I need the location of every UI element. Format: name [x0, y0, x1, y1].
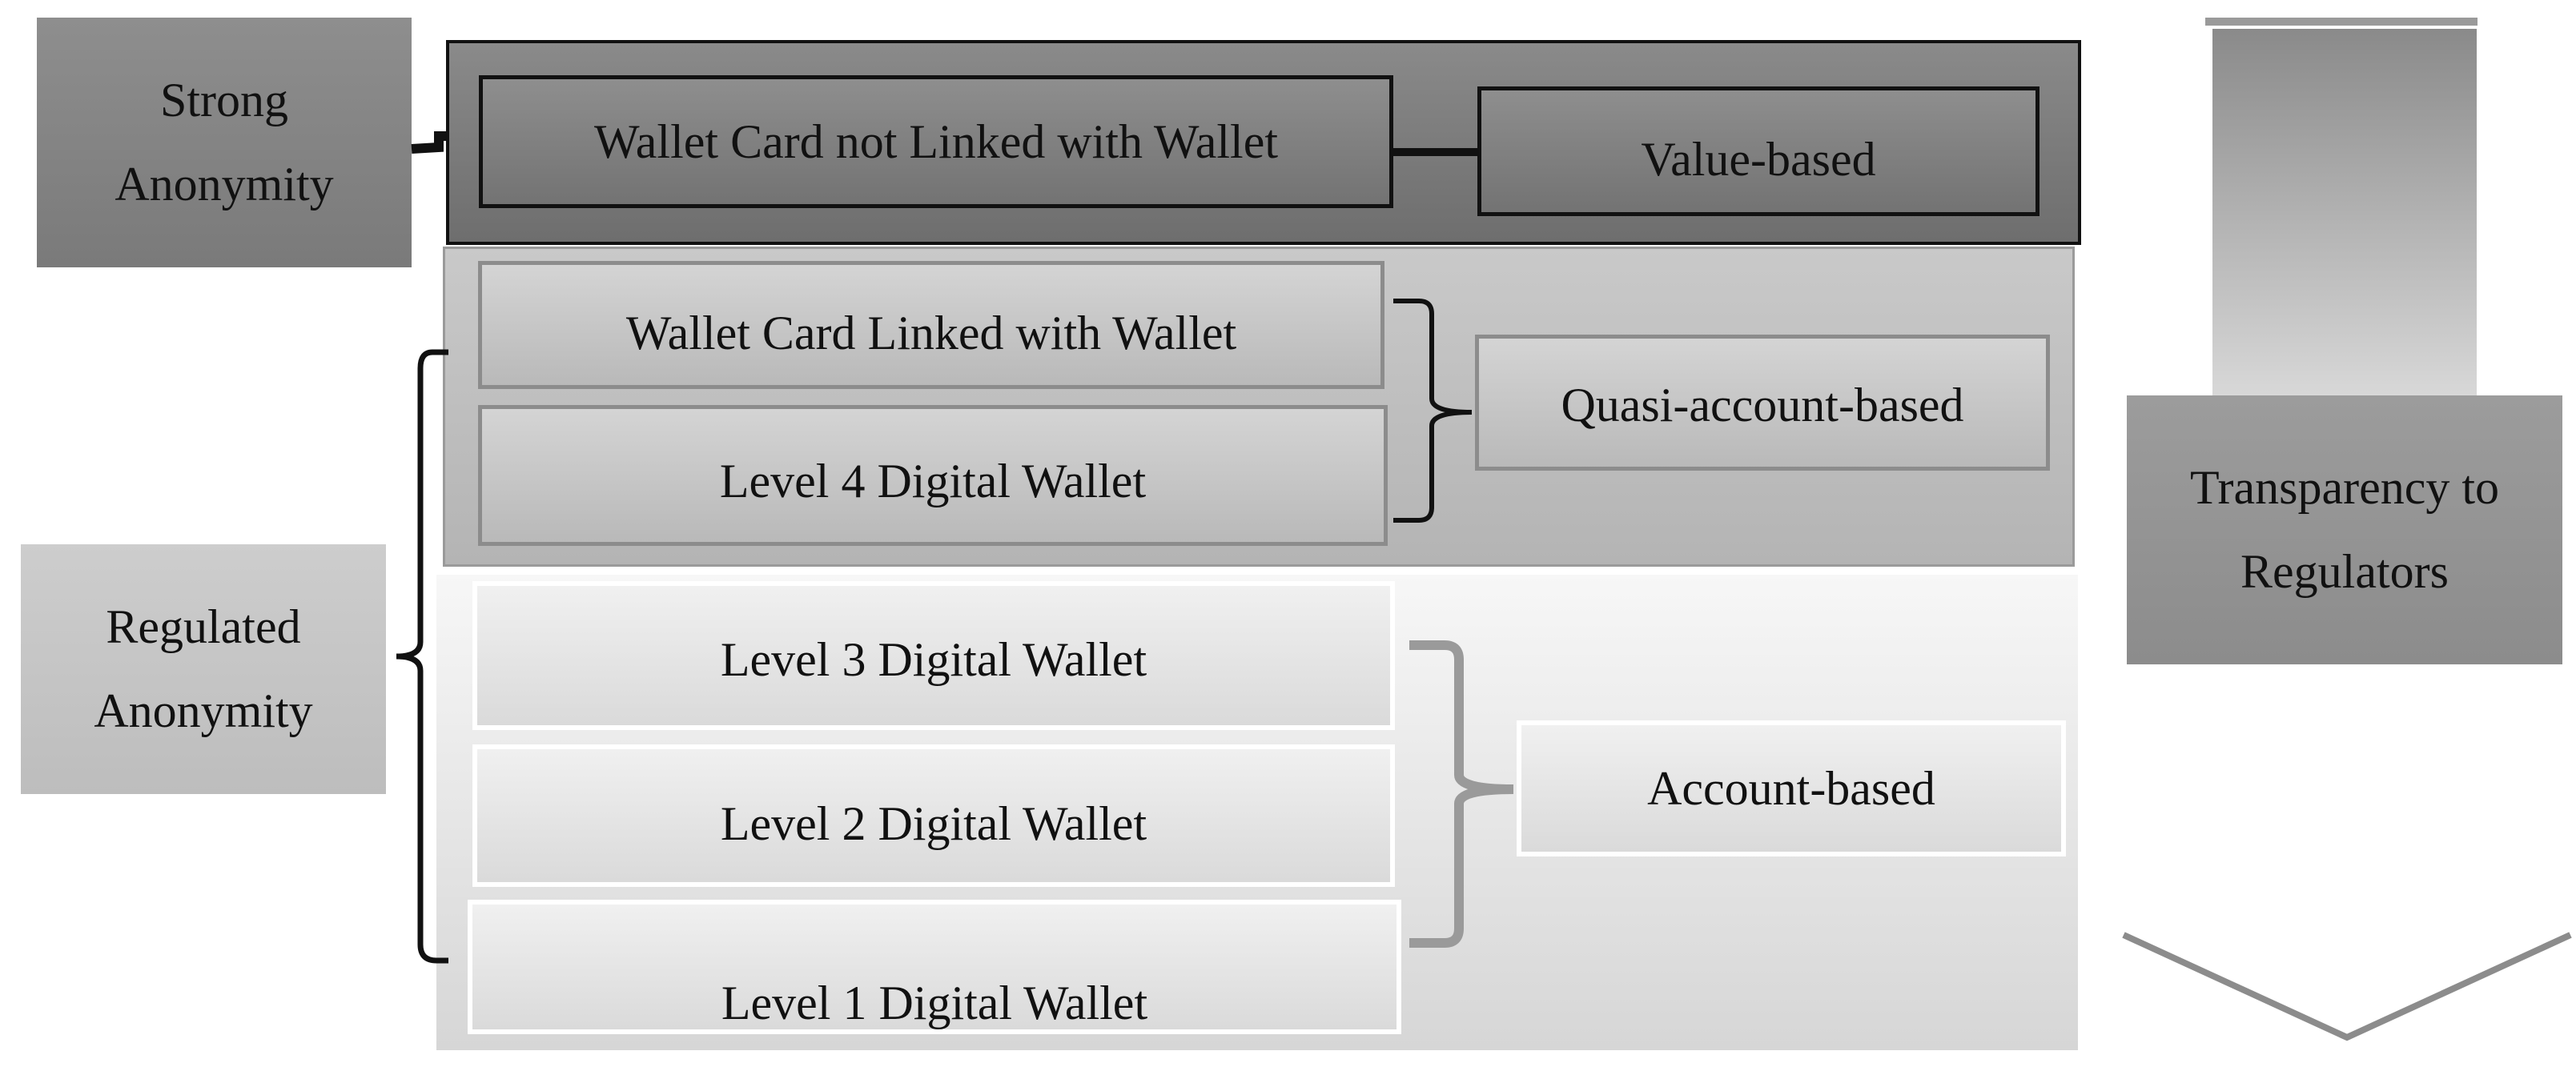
- regulated-anonymity-box: Regulated Anonymity: [21, 544, 386, 794]
- arrow-cap: [2205, 18, 2478, 26]
- value-based-box: Value-based: [1477, 86, 2040, 216]
- level1-wallet-label: Level 1 Digital Wallet: [721, 976, 1148, 1029]
- strong-anonymity-connector: [411, 131, 448, 154]
- quasi-account-based-box: Quasi-account-based: [1475, 335, 2050, 471]
- arrow-shaft: [2212, 29, 2477, 397]
- level1-wallet-box: Level 1 Digital Wallet: [468, 900, 1401, 1034]
- regulated-anonymity-label: Regulated Anonymity: [94, 600, 313, 737]
- level4-wallet-box: Level 4 Digital Wallet: [478, 405, 1388, 546]
- wallet-card-linked-box: Wallet Card Linked with Wallet: [478, 261, 1384, 389]
- level2-wallet-label: Level 2 Digital Wallet: [720, 796, 1147, 850]
- quasi-account-brace: [1393, 299, 1473, 523]
- account-based-box: Account-based: [1517, 720, 2066, 856]
- account-based-label: Account-based: [1647, 761, 1935, 815]
- strong-anonymity-box: Strong Anonymity: [37, 18, 412, 267]
- wallet-card-not-linked-box: Wallet Card not Linked with Wallet: [479, 75, 1393, 208]
- value-based-label: Value-based: [1641, 132, 1876, 186]
- wallet-card-not-linked-label: Wallet Card not Linked with Wallet: [593, 114, 1279, 168]
- arrowhead-chevron-icon: [2122, 932, 2572, 1041]
- strong-anonymity-label: Strong Anonymity: [115, 74, 334, 211]
- level4-wallet-label: Level 4 Digital Wallet: [719, 454, 1147, 507]
- transparency-label: Transparency to Regulators: [2189, 461, 2500, 598]
- account-brace: [1409, 640, 1514, 948]
- quasi-account-based-label: Quasi-account-based: [1561, 378, 1964, 431]
- regulated-anonymity-brace: [396, 349, 448, 964]
- level3-wallet-box: Level 3 Digital Wallet: [472, 581, 1395, 730]
- level2-wallet-box: Level 2 Digital Wallet: [472, 744, 1395, 887]
- level3-wallet-label: Level 3 Digital Wallet: [720, 632, 1147, 686]
- wallet-card-linked-label: Wallet Card Linked with Wallet: [625, 306, 1237, 359]
- transparency-box: Transparency to Regulators: [2127, 395, 2562, 664]
